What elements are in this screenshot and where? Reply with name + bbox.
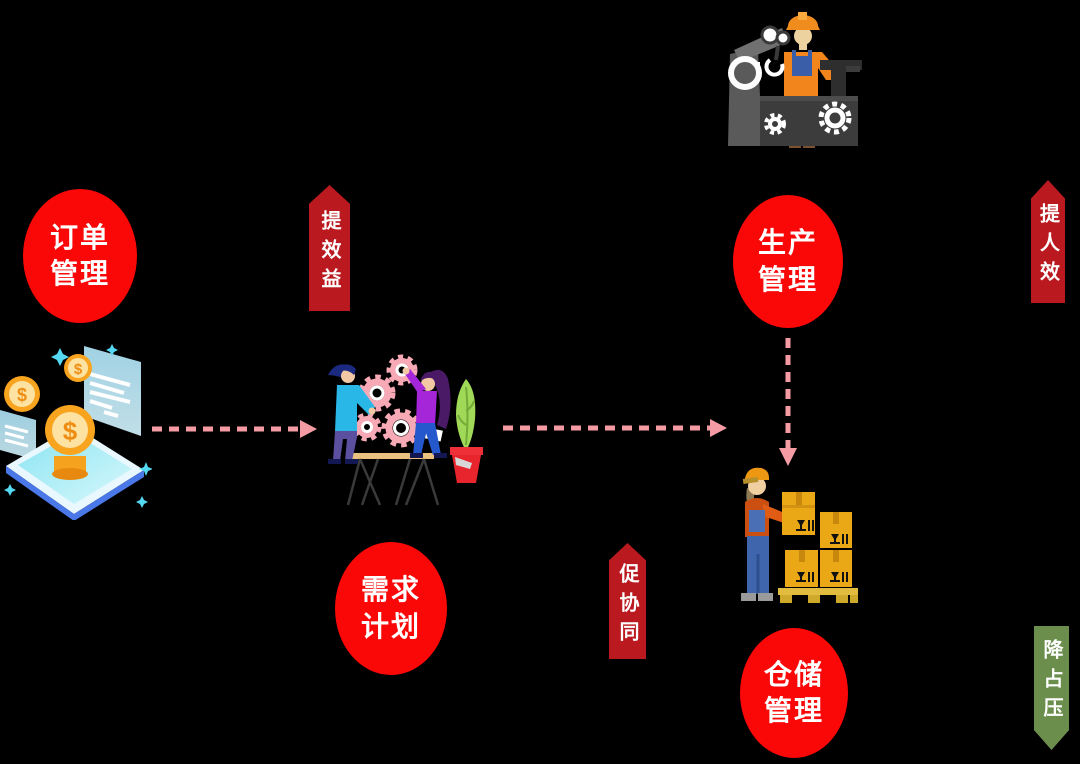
table-icon [346,453,440,506]
arrow-demand-to-production [503,419,727,437]
woman-figure [402,367,451,458]
ribbon-reduce-stock-occupation: 降占压 [1034,626,1069,750]
fragile-glass-icon [796,572,814,582]
dollar-coin-icon: $ [45,405,95,480]
node-warehouse-management: 仓储 管理 [740,628,848,758]
node-label-line: 生产 [757,227,818,259]
arrow-order-to-demand [152,420,317,438]
node-production-management: 生产 管理 [733,195,843,328]
cardboard-box-icon [782,492,815,535]
worker-stacking-boxes-illustration [741,467,858,603]
ribbon-label: 降占压 [1040,638,1062,726]
machine-body-icon [760,96,858,146]
node-label-line: 管理 [49,258,110,289]
ribbon-raise-labor-efficiency: 提人效 [1031,180,1065,303]
cardboard-box-icon [820,512,852,548]
fragile-glass-icon [830,572,848,582]
svg-text:$: $ [63,416,78,446]
node-order-management: 订单 管理 [23,189,137,323]
node-label-line: 计划 [360,610,421,642]
node-label-line: 订单 [49,221,110,253]
control-console-icon [820,60,862,96]
robot-arm-icon [728,25,791,146]
svg-text:$: $ [74,361,83,378]
cardboard-box-icon [785,550,818,587]
ribbon-promote-synergy: 促协同 [609,543,646,659]
node-label-line: 需求 [360,574,421,606]
potted-plant-icon [450,379,483,483]
node-demand-planning: 需求 计划 [335,542,447,675]
dollar-coin-icon: $ [4,376,40,412]
money-coins-tablet-illustration: $ $ $ [0,344,152,520]
warehouse-worker-figure [741,467,794,601]
node-label-line: 管理 [763,695,824,726]
ribbon-label: 提效益 [318,209,340,297]
sparkle-icon [4,344,152,508]
ribbon-raise-benefit: 提效益 [309,185,350,311]
node-label-line: 仓储 [763,658,824,690]
dollar-coin-icon: $ [64,354,92,382]
ribbon-label: 提人效 [1036,203,1059,290]
svg-text:$: $ [17,385,27,405]
man-figure [328,364,376,464]
cardboard-box-icon [820,550,852,587]
arrow-production-to-warehouse [779,338,797,466]
document-panel-icon [0,410,36,460]
node-label-line: 管理 [757,263,818,295]
document-panel-icon [84,346,141,436]
ribbon-label: 促协同 [616,562,638,650]
fragile-glass-icon [830,534,848,544]
fragile-glass-icon [796,520,814,531]
factory-machine-operator-illustration [728,12,862,148]
pallet-icon [778,588,858,603]
team-gears-collaboration-illustration [328,354,483,506]
